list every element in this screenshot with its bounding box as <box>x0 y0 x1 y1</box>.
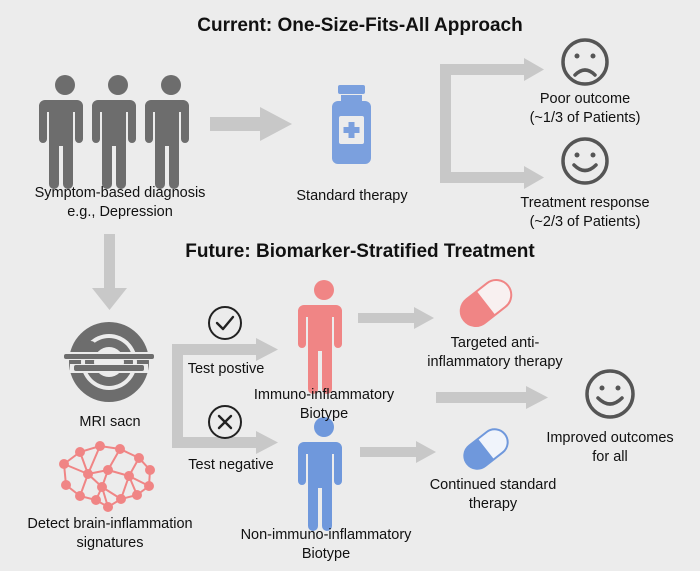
test-positive-label: Test postive <box>187 361 265 377</box>
mri-scanner-icon <box>60 322 158 402</box>
arrow-to-standard-therapy <box>210 107 292 141</box>
arrow-to-improved-outcomes <box>436 392 528 403</box>
immuno-biotype-label: Immuno-inflammatory Biotype <box>253 387 395 422</box>
diagnosis-label: Symptom-based diagnosis e.g., Depression <box>34 185 206 220</box>
continued-therapy-label: Continued standard therapy <box>429 477 557 512</box>
sad-face-icon <box>561 38 609 86</box>
patient-group-icon <box>39 75 189 189</box>
poor-outcome-label: Poor outcome (~1/3 of Patients) <box>529 91 641 126</box>
non-immuno-biotype-label: Non-immuno-inflammatory Biotype <box>240 527 412 562</box>
brain-network-icon <box>59 441 155 512</box>
arrow-to-continued-therapy <box>360 447 418 457</box>
person-icon <box>92 75 136 189</box>
current-approach-title: Current: One-Size-Fits-All Approach <box>197 15 523 36</box>
treatment-response-label: Treatment response (~2/3 of Patients) <box>520 195 650 230</box>
mri-scan-label: MRI sacn <box>79 414 141 430</box>
detect-signatures-label: Detect brain-inflammation signatures <box>27 516 193 551</box>
future-approach-title: Future: Biomarker-Stratified Treatment <box>185 241 535 262</box>
smiley-face-icon <box>585 369 635 419</box>
arrow-to-targeted-therapy <box>358 313 416 323</box>
immuno-person-icon <box>298 280 342 394</box>
arrow-down-to-mri <box>104 234 115 290</box>
test-negative-label: Test negative <box>188 457 274 473</box>
x-circle-icon <box>208 405 242 439</box>
arrows <box>92 58 548 463</box>
targeted-therapy-label: Targeted anti- inflammatory therapy <box>427 335 563 370</box>
capsule-pill-icon <box>463 428 509 470</box>
person-icon <box>39 75 83 189</box>
improved-outcomes-label: Improved outcomes for all <box>546 430 674 465</box>
checkmark-circle-icon <box>208 306 242 340</box>
standard-therapy-label: Standard therapy <box>296 188 408 204</box>
medicine-bottle-icon <box>332 85 371 164</box>
person-icon <box>145 75 189 189</box>
smiley-face-icon <box>561 137 609 185</box>
test-bracket <box>172 344 183 448</box>
non-immuno-person-icon <box>298 417 342 531</box>
capsule-pill-icon <box>459 278 513 328</box>
outcome-bracket <box>440 66 451 183</box>
